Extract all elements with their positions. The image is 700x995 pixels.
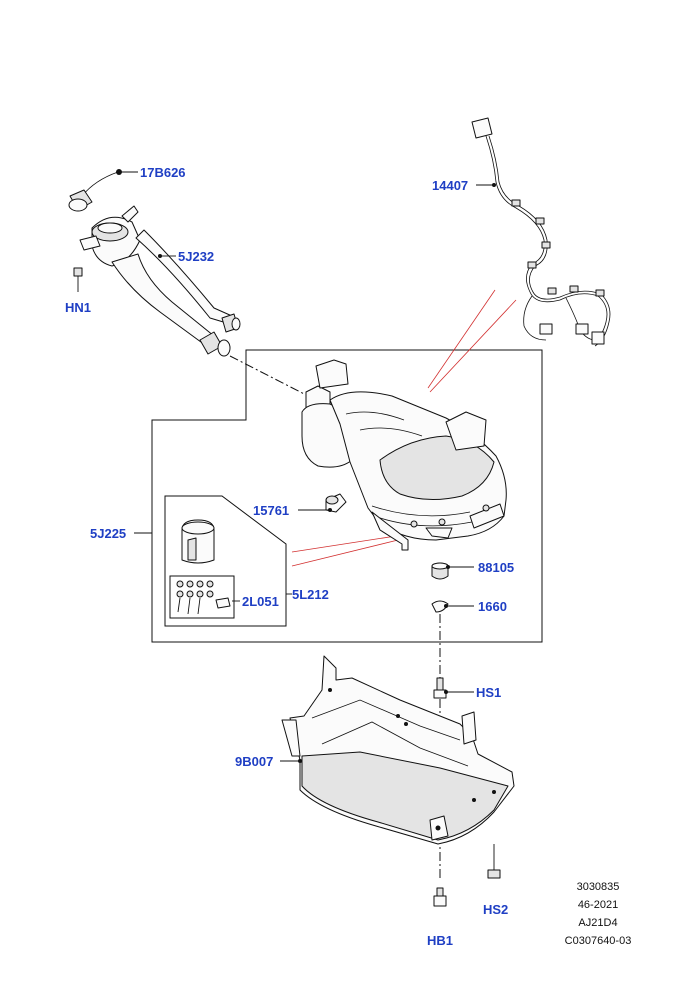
leader-lines: [120, 171, 496, 763]
label-hs2: HS2: [483, 902, 508, 917]
sensor-drawing: [325, 493, 347, 513]
label-5j225: 5J225: [90, 526, 126, 541]
wiring-harness-drawing: [471, 117, 611, 347]
label-1660: 1660: [478, 599, 507, 614]
tank-assembly-frame: [151, 349, 543, 643]
reference-line-1: 3030835: [577, 881, 620, 893]
bolt-drawing: [433, 887, 447, 907]
reference-line-2: 46-2021: [578, 899, 618, 911]
filler-pipe-drawing: [68, 169, 241, 357]
stud-drawing: [433, 677, 447, 699]
label-hb1: HB1: [427, 933, 453, 948]
pump-kit-frame: [164, 495, 287, 627]
label-2l051: 2L051: [242, 594, 279, 609]
insulator-washer-drawing: [431, 562, 449, 613]
pump-kit-drawing: [169, 519, 235, 619]
callout-lines: [291, 289, 517, 567]
heat-shield-drawing: [281, 655, 515, 845]
label-5j232: 5J232: [178, 249, 214, 264]
filler-centre-line: [229, 355, 313, 399]
reference-block: 3030835 46-2021 AJ21D4 C0307640-03: [565, 881, 632, 947]
screw-drawing: [487, 844, 501, 879]
label-17b626: 17B626: [140, 165, 186, 180]
label-88105: 88105: [478, 560, 514, 575]
label-hn1: HN1: [65, 300, 91, 315]
label-hs1: HS1: [476, 685, 501, 700]
label-9b007: 9B007: [235, 754, 273, 769]
label-14407: 14407: [432, 178, 468, 193]
label-5l212: 5L212: [292, 587, 329, 602]
reference-line-4: C0307640-03: [565, 935, 632, 947]
fuel-tank-drawing: [301, 359, 507, 551]
reference-line-3: AJ21D4: [578, 917, 617, 929]
label-15761: 15761: [253, 503, 289, 518]
